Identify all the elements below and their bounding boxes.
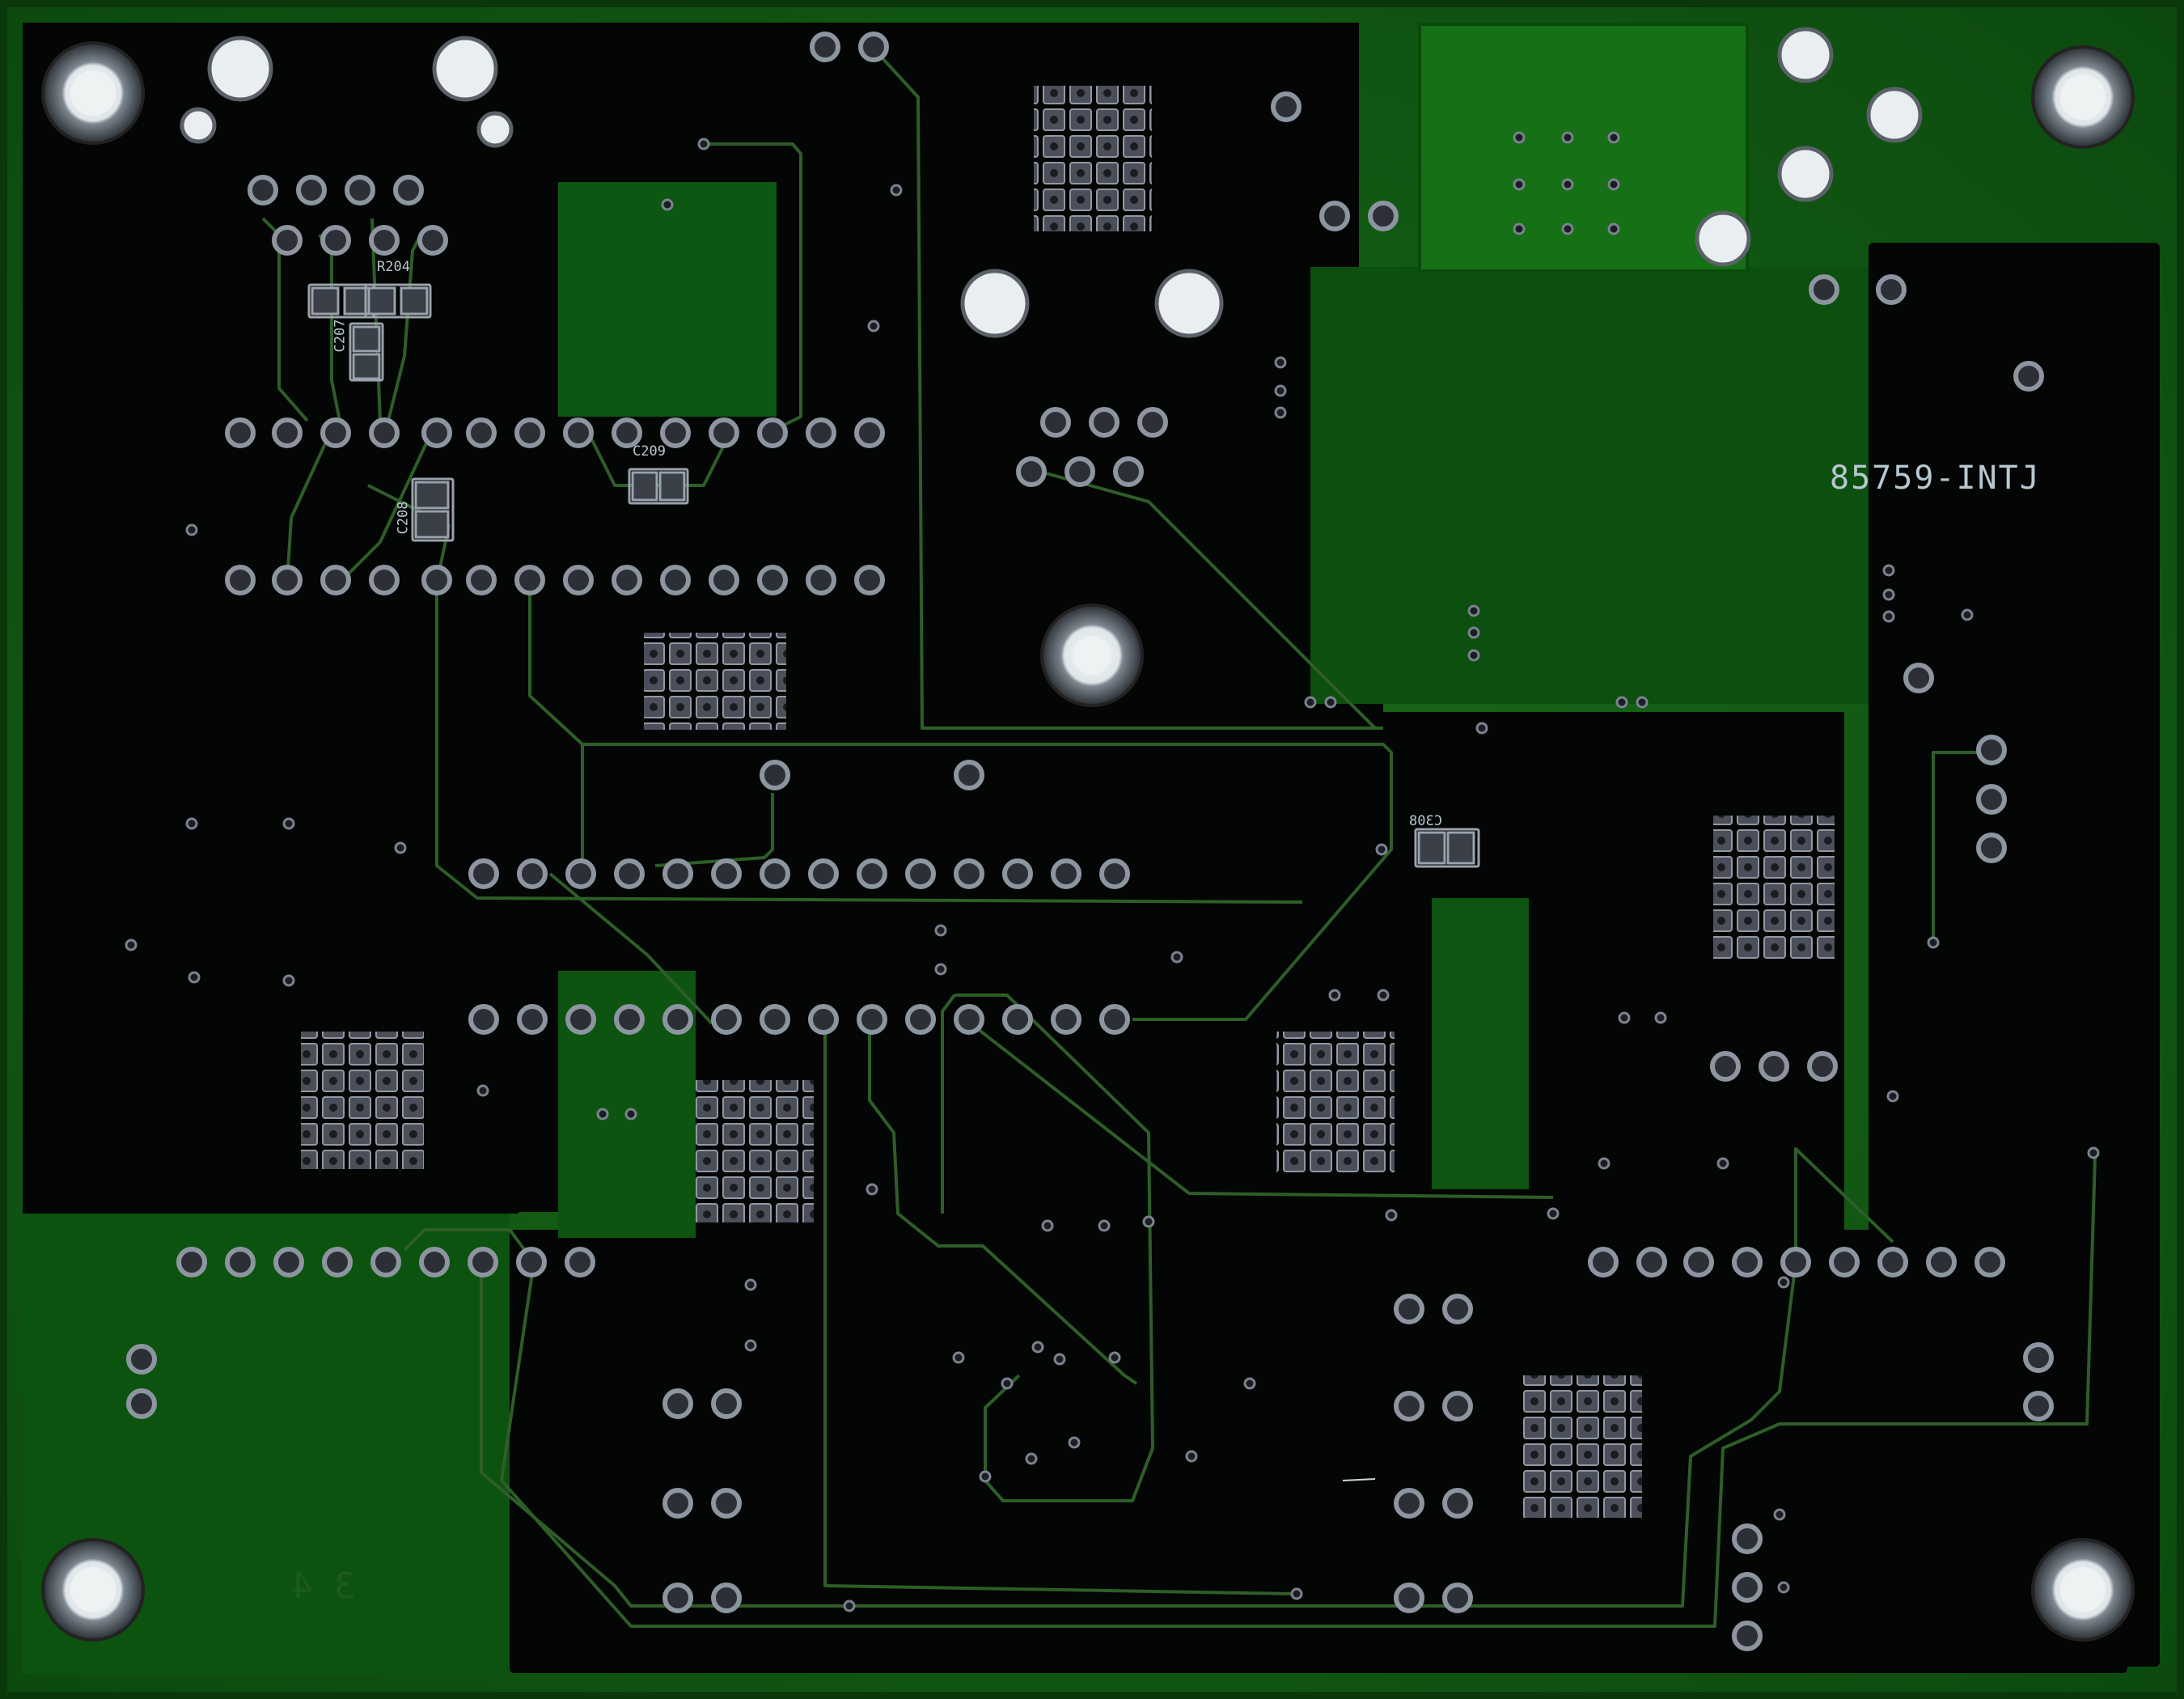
ref-label-r204: R204: [377, 259, 410, 275]
dip-row-mid-1: [468, 858, 1130, 889]
dip-row-top-1: [225, 417, 885, 448]
board-id-label: 85759-INTJ: [1830, 460, 2041, 497]
exposed-substrate-windows: [23, 182, 1869, 1675]
via-grid-blocks: [301, 86, 1835, 1518]
connector-cluster-center: [1016, 407, 1168, 487]
green-connector-pad: [1418, 23, 1749, 273]
ref-label-c207: C207: [332, 319, 349, 353]
header-row-left: [176, 1247, 595, 1277]
ref-label-c208: C208: [395, 501, 412, 535]
smd-footprints: [307, 283, 1480, 868]
dip-row-top-2: [225, 565, 885, 595]
small-vias: [125, 131, 2100, 1612]
ref-label-c209: C209: [633, 443, 666, 460]
misc-pads: [126, 32, 2054, 1651]
copper-traces: [261, 47, 2097, 1628]
dip-row-mid-2: [468, 1004, 1130, 1035]
large-drill-holes: [180, 27, 1923, 338]
connector-cluster-top-left: [248, 175, 448, 256]
mounting-holes: [41, 41, 2135, 1642]
layer-number-label: 3 4: [291, 1566, 356, 1607]
through-hole-pads: [126, 32, 2054, 1651]
header-row-right: [1588, 1247, 2005, 1277]
ref-label-c308: C308: [1409, 813, 1442, 829]
